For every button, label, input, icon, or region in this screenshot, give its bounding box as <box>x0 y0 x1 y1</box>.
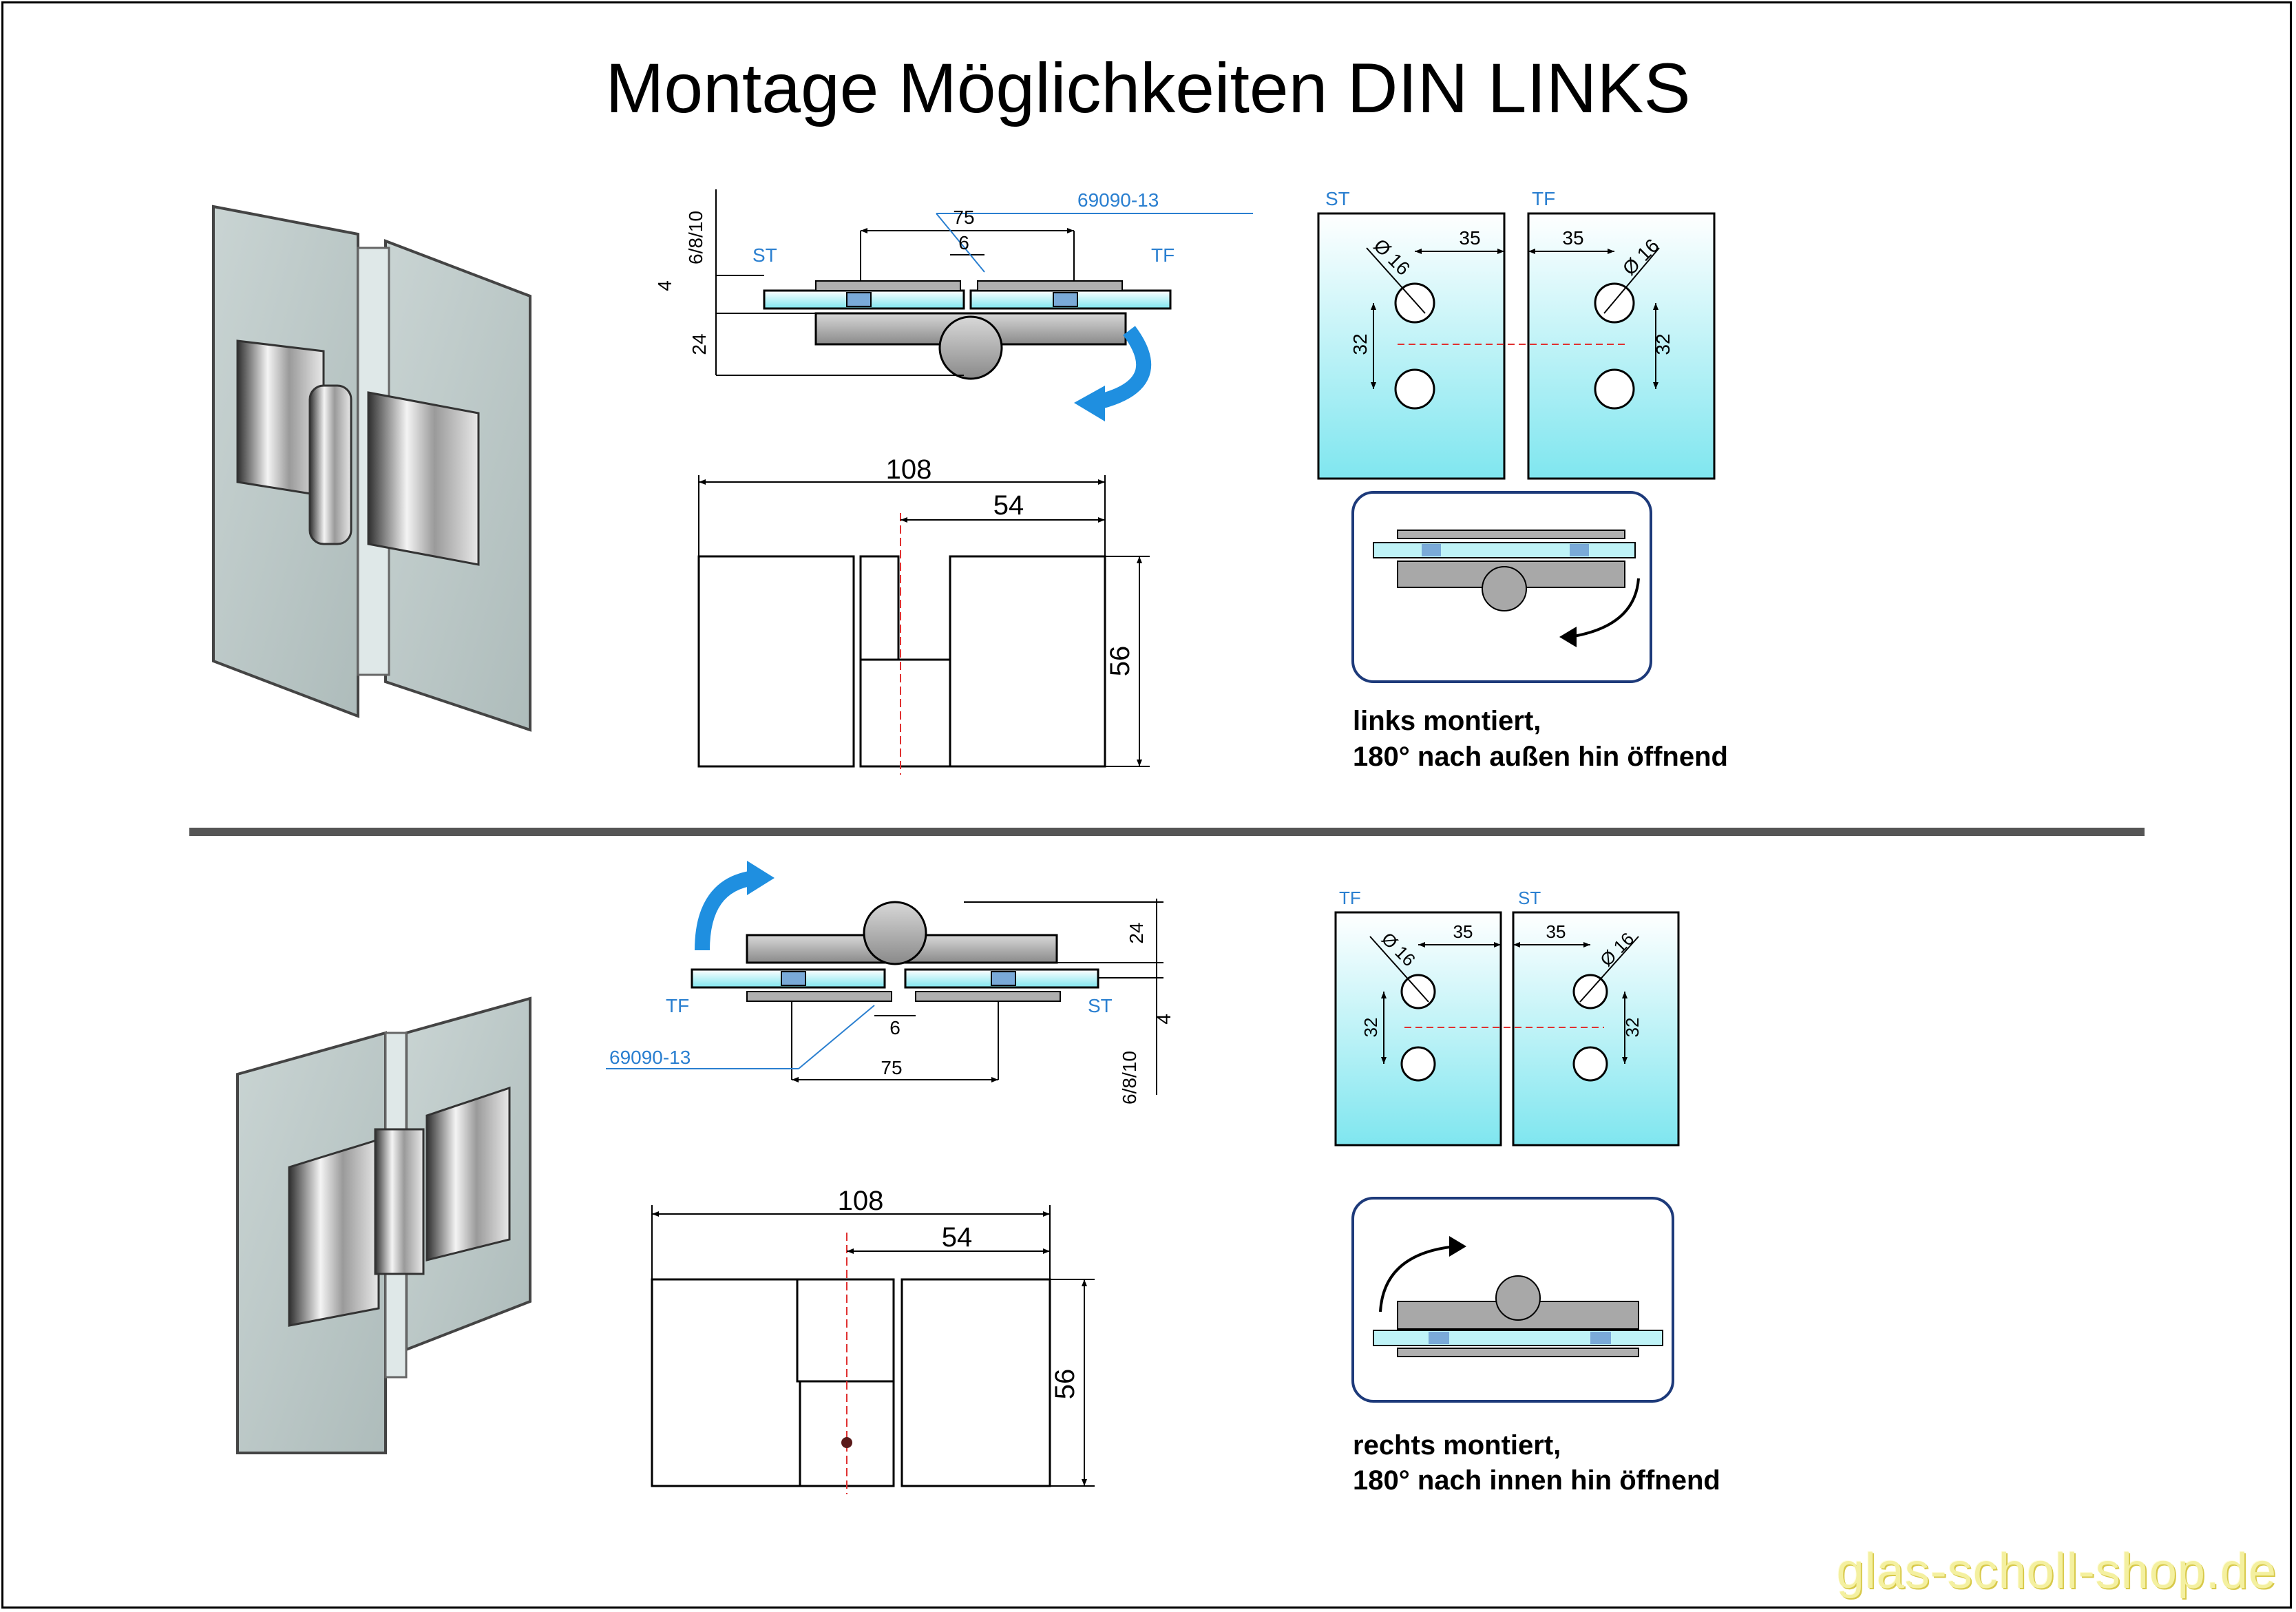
plate-dim-32-right-lower: 32 <box>1622 1018 1643 1038</box>
plate-label-right-lower: ST <box>1518 888 1541 908</box>
part-number-lower: 69090-13 <box>609 1047 691 1068</box>
dim-6-upper: 6 <box>958 232 969 253</box>
plate-drilling-lower: TF ST 35 35 32 32 Ø 16 Ø 16 <box>1334 888 1680 1147</box>
plate-dim-32-right-upper: 32 <box>1652 333 1674 355</box>
dim-6810-lower: 6/8/10 <box>1119 1051 1140 1105</box>
dim-54-lower: 54 <box>942 1222 973 1253</box>
plate-label-right-upper: TF <box>1532 188 1555 209</box>
section-divider <box>189 828 2145 836</box>
dim-4-upper: 4 <box>654 280 675 291</box>
label-tf-lower: TF <box>666 995 689 1016</box>
front-view-upper: 108 54 56 <box>697 454 1150 775</box>
hinge-photo-upper <box>212 205 531 732</box>
dim-6-lower: 6 <box>889 1017 901 1038</box>
caption-line2-upper: 180° nach außen hin öffnend <box>1353 742 1728 772</box>
shop-watermark: glas-scholl-shop.de <box>1836 1544 2277 1599</box>
dim-56-lower: 56 <box>1050 1369 1080 1400</box>
front-view-lower: 108 54 56 <box>651 1186 1095 1494</box>
part-number-upper: 69090-13 <box>1077 189 1159 211</box>
dim-75-lower: 75 <box>881 1057 902 1078</box>
caption-line1-upper: links montiert, <box>1353 706 1541 736</box>
dim-75-upper: 75 <box>953 207 974 228</box>
dim-54-upper: 54 <box>993 490 1024 521</box>
plate-drilling-upper: ST TF 35 35 32 32 Ø 16 Ø 16 <box>1317 188 1716 480</box>
dim-4-lower: 4 <box>1153 1014 1175 1025</box>
page-title: Montage Möglichkeiten DIN LINKS <box>605 49 1691 127</box>
plate-dim-32-left-lower: 32 <box>1360 1018 1381 1038</box>
dim-108-lower: 108 <box>838 1186 884 1216</box>
plate-dim-32-left-upper: 32 <box>1349 333 1371 355</box>
caption-line2-lower: 180° nach innen hin öffnend <box>1353 1465 1720 1496</box>
label-tf-upper: TF <box>1151 244 1175 266</box>
dim-56-upper: 56 <box>1105 646 1135 677</box>
dim-24-upper: 24 <box>688 333 710 355</box>
label-st-upper: ST <box>752 244 777 266</box>
plate-dim-35-left-lower: 35 <box>1453 921 1473 942</box>
plate-dim-35-right-lower: 35 <box>1546 921 1566 942</box>
plate-label-left-upper: ST <box>1325 188 1350 209</box>
caption-line1-lower: rechts montiert, <box>1353 1430 1561 1461</box>
plate-dim-35-left-upper: 35 <box>1459 227 1480 249</box>
opening-inset-lower <box>1351 1197 1674 1403</box>
opening-inset-upper <box>1351 491 1652 683</box>
label-st-lower: ST <box>1088 995 1113 1016</box>
hinge-photo-lower <box>236 996 531 1454</box>
dim-108-upper: 108 <box>886 454 932 485</box>
dim-24-lower: 24 <box>1126 922 1147 943</box>
plate-label-left-lower: TF <box>1339 888 1361 908</box>
plate-dim-35-right-upper: 35 <box>1562 227 1583 249</box>
dim-6810-upper: 6/8/10 <box>685 211 706 264</box>
section-view-upper: 75 6 6/8/10 4 24 69090-13 ST TF <box>654 189 1253 421</box>
section-view-lower: 75 6 6/8/10 4 24 69090-13 TF ST <box>606 861 1175 1105</box>
